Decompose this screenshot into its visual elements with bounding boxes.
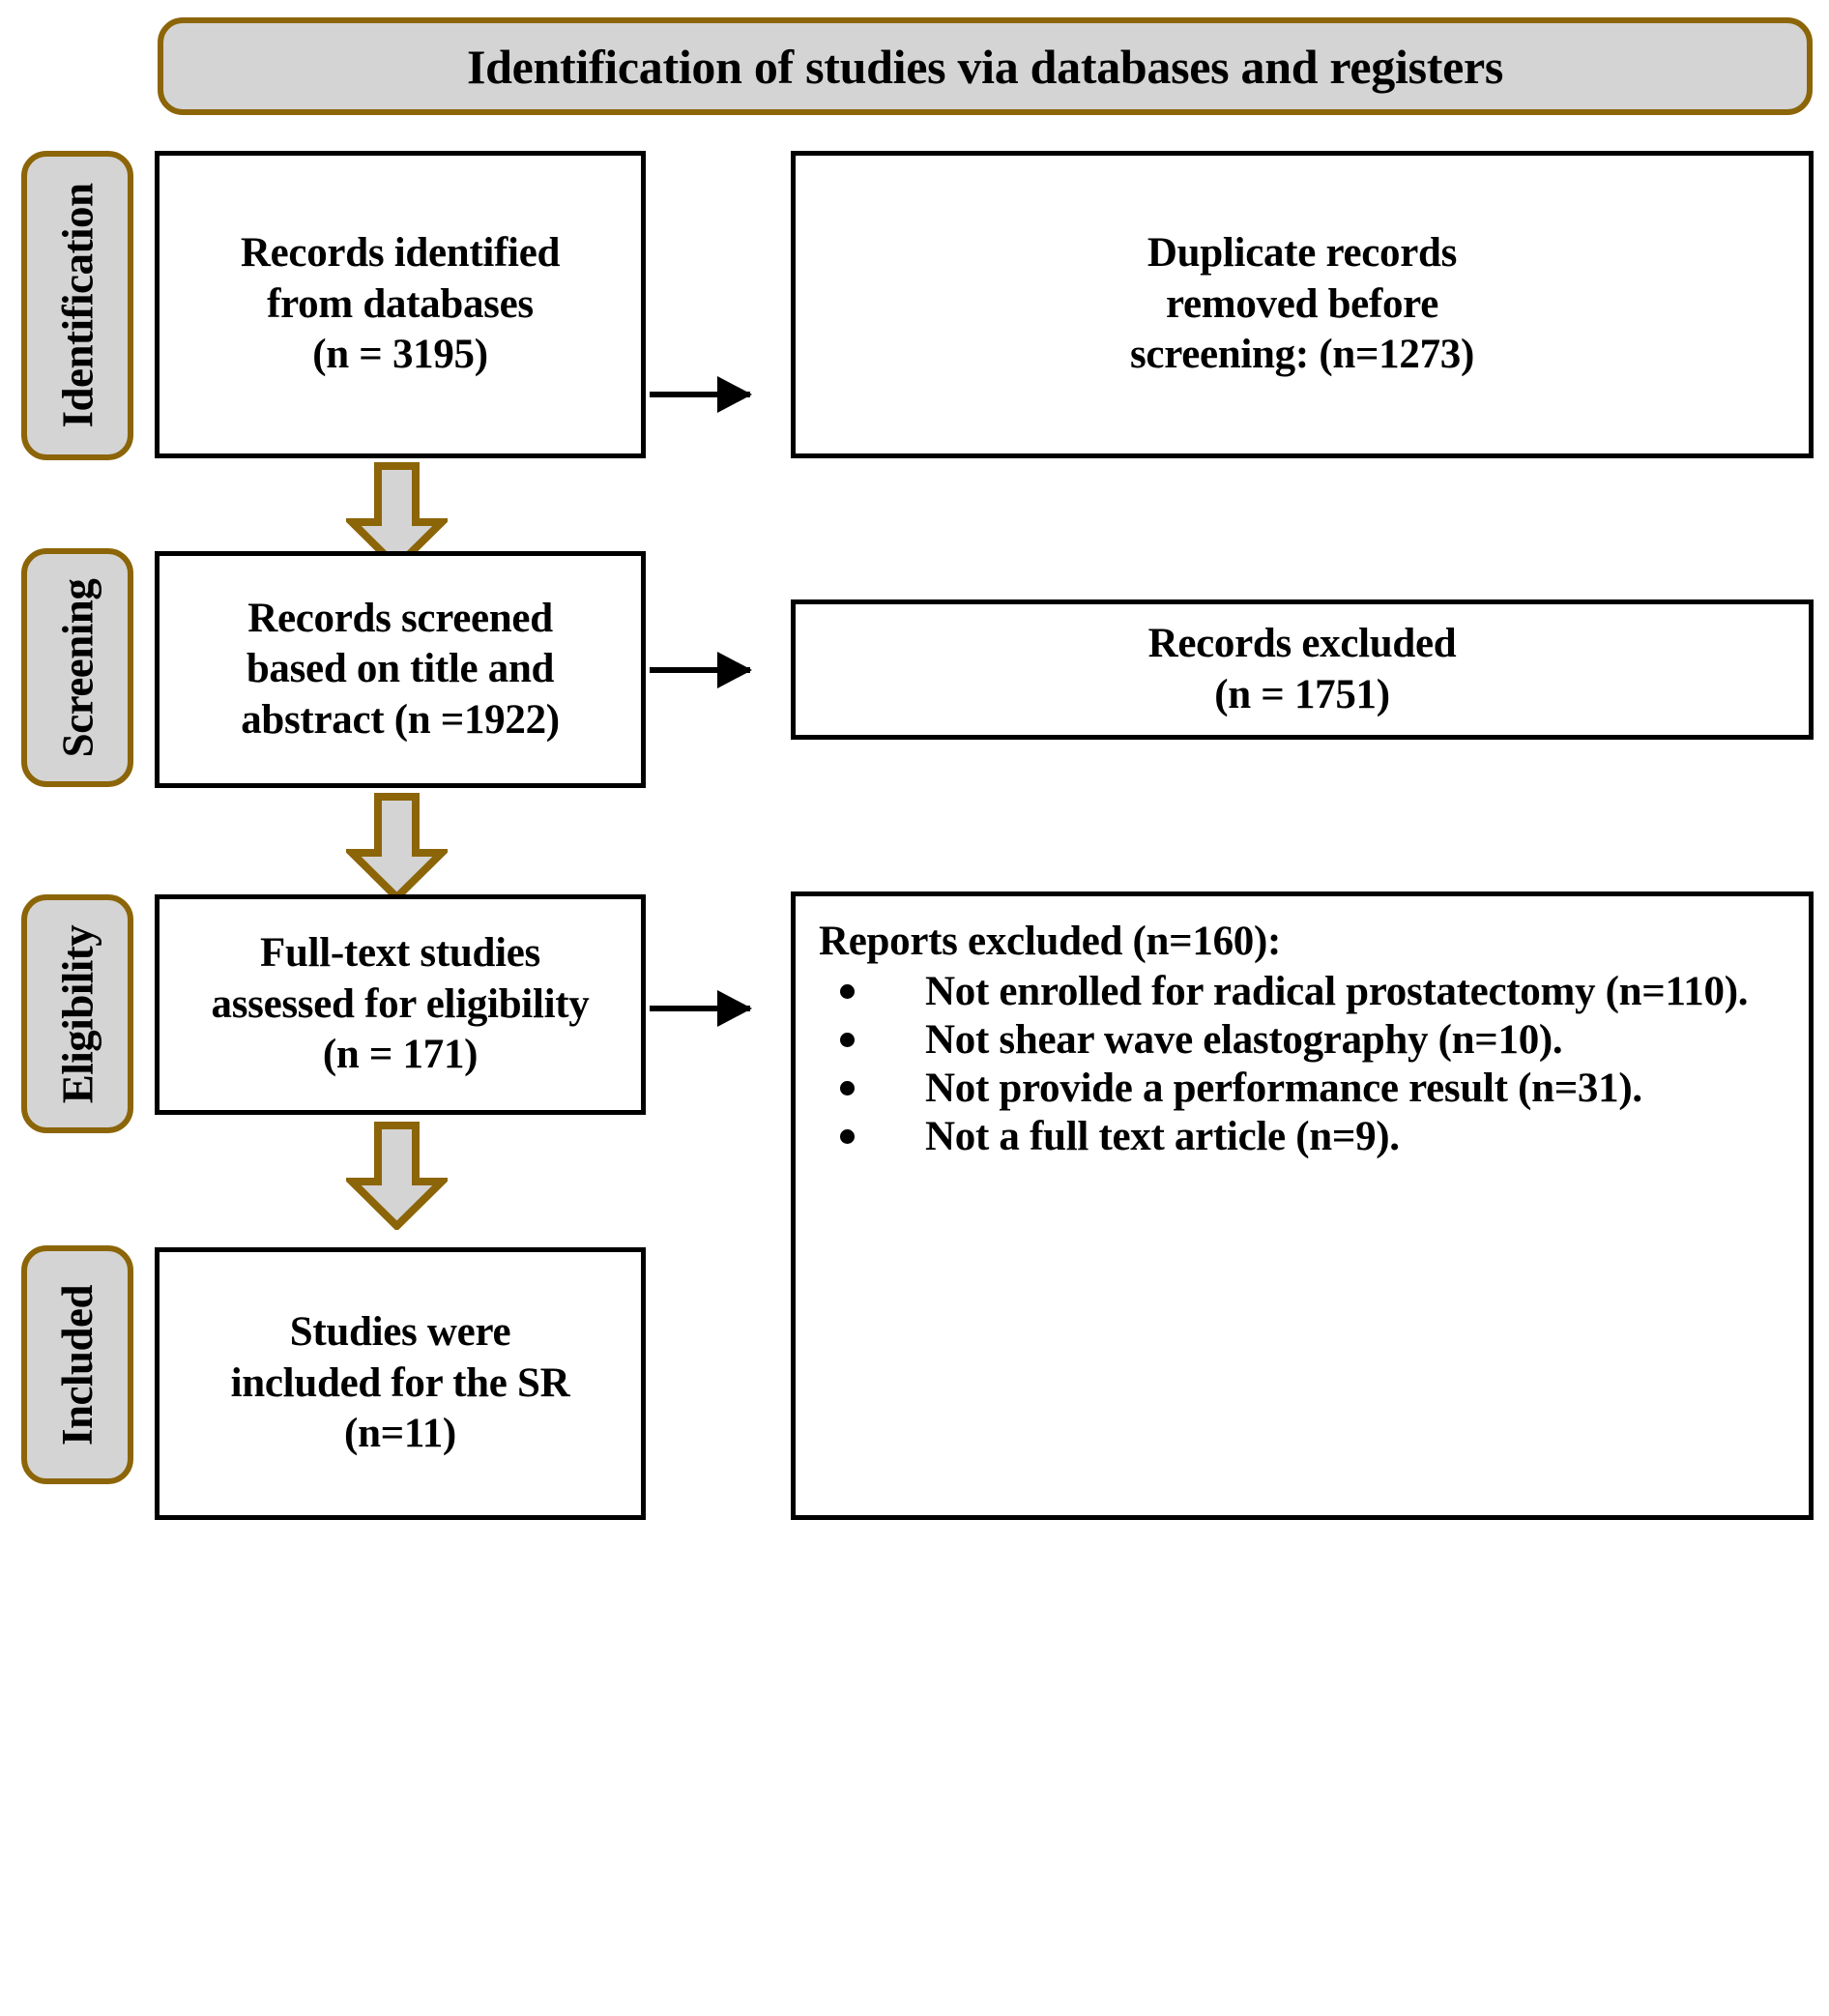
- box-reports-excluded: Reports excluded (n=160): Not enrolled f…: [791, 891, 1814, 1520]
- arrow-right-icon-screened-to-excluded: [650, 667, 750, 673]
- list-item: Not shear wave elastography (n=10).: [819, 1016, 1791, 1065]
- bullet-icon: [840, 1080, 855, 1096]
- arrow-right-icon-eligibility-to-reports: [650, 1006, 750, 1011]
- box-records-excluded-text: Records excluded (n = 1751): [1147, 621, 1457, 717]
- box-records-excluded: Records excluded (n = 1751): [791, 599, 1814, 740]
- bullet-icon: [840, 1128, 855, 1144]
- page-title: Identification of studies via databases …: [466, 39, 1504, 94]
- block-arrow-down-icon-screening-to-eligibility: [342, 793, 451, 903]
- box-records-identified: Records identified from databases (n = 3…: [155, 151, 646, 458]
- box-fulltext-assessed: Full-text studies assessed for eligibili…: [155, 894, 646, 1115]
- box-studies-included: Studies were included for the SR (n=11): [155, 1247, 646, 1520]
- list-item: Not provide a performance result (n=31).: [819, 1065, 1791, 1113]
- list-item-text: Not shear wave elastography (n=10).: [925, 1016, 1563, 1063]
- list-item-text: Not provide a performance result (n=31).: [925, 1065, 1642, 1111]
- box-duplicate-records-removed-text: Duplicate records removed before screeni…: [1130, 230, 1474, 378]
- diagram-header-banner: Identification of studies via databases …: [158, 17, 1813, 115]
- list-item: Not enrolled for radical prostatectomy (…: [819, 968, 1791, 1016]
- reports-excluded-heading: Reports excluded (n=160):: [819, 919, 1282, 964]
- box-records-screened: Records screened based on title and abst…: [155, 551, 646, 788]
- list-item: Not a full text article (n=9).: [819, 1113, 1791, 1161]
- stage-label-screening-text: Screening: [53, 578, 102, 757]
- box-fulltext-assessed-text: Full-text studies assessed for eligibili…: [211, 930, 590, 1078]
- block-arrow-down-icon-eligibility-to-included: [342, 1122, 451, 1232]
- box-duplicate-records-removed: Duplicate records removed before screeni…: [791, 151, 1814, 458]
- list-item-text: Not enrolled for radical prostatectomy (…: [925, 968, 1749, 1014]
- box-records-screened-text: Records screened based on title and abst…: [241, 595, 560, 743]
- stage-label-eligibility: Eligibility: [21, 894, 133, 1133]
- box-studies-included-text: Studies were included for the SR (n=11): [230, 1309, 570, 1457]
- list-item-text: Not a full text article (n=9).: [925, 1113, 1400, 1159]
- block-arrow-down-icon-identification-to-screening: [342, 462, 451, 572]
- stage-label-identification: Identification: [21, 151, 133, 460]
- stage-label-included-text: Included: [53, 1284, 102, 1446]
- bullet-icon: [840, 984, 855, 1000]
- reports-excluded-list: Not enrolled for radical prostatectomy (…: [819, 968, 1791, 1161]
- stage-label-eligibility-text: Eligibility: [53, 924, 102, 1103]
- bullet-icon: [840, 1032, 855, 1047]
- arrow-right-icon-identified-to-duplicates: [650, 392, 750, 397]
- stage-label-identification-text: Identification: [53, 183, 102, 428]
- stage-label-included: Included: [21, 1245, 133, 1484]
- stage-label-screening: Screening: [21, 548, 133, 787]
- box-records-identified-text: Records identified from databases (n = 3…: [240, 230, 561, 378]
